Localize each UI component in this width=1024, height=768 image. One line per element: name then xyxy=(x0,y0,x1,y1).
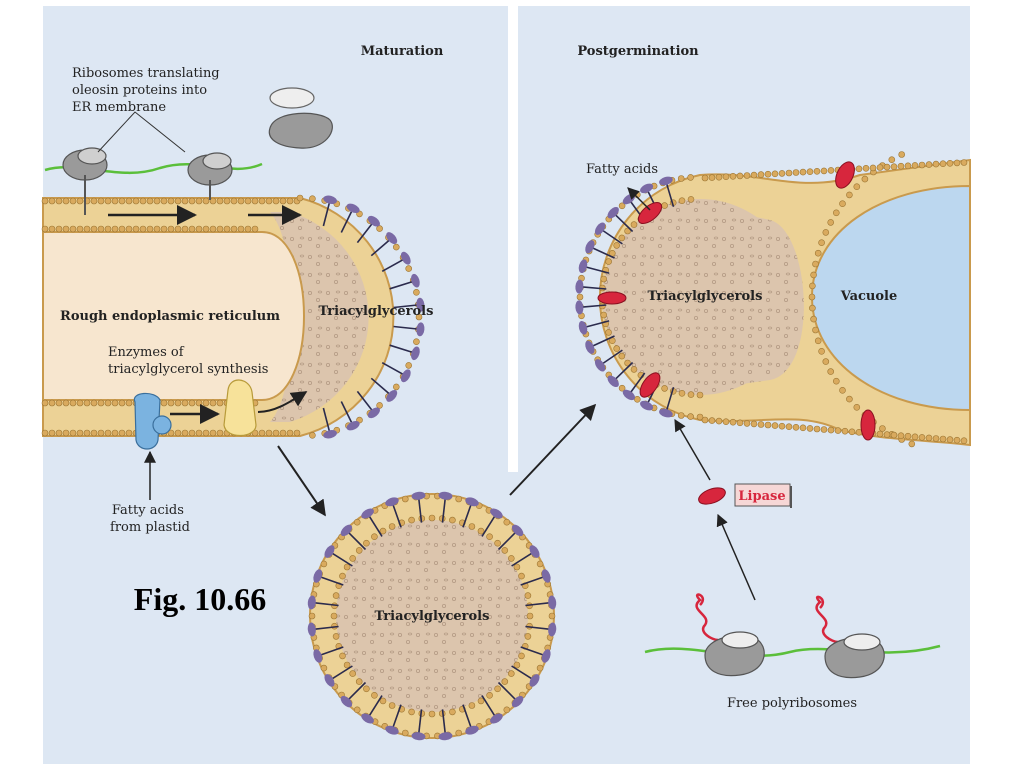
lipase-label: Lipase xyxy=(738,489,785,504)
vacuole-label: Vacuole xyxy=(840,289,898,304)
rer-label: Rough endoplasmic reticulum xyxy=(60,309,280,324)
free-ribosome-subunits xyxy=(268,87,333,149)
ribosome-er-2 xyxy=(187,152,233,200)
maturation-title: Maturation xyxy=(361,44,444,59)
enzyme-yellow xyxy=(223,379,257,437)
enzymes-label: Enzymes of triacylglycerol synthesis xyxy=(108,345,268,377)
tag-er-label: Triacylglycerols xyxy=(319,304,434,319)
fatty-acids-label: Fatty acids xyxy=(586,162,658,177)
rough-er xyxy=(41,194,425,439)
oil-body-mature xyxy=(307,491,557,741)
tag-oil-body-label: Triacylglycerols xyxy=(375,609,490,624)
tag-germ-label: Triacylglycerols xyxy=(648,289,763,304)
lipase-molecules xyxy=(597,161,876,505)
plastid-label: Fatty acids from plastid xyxy=(110,503,190,535)
ribosome-label: Ribosomes translating oleosin proteins i… xyxy=(72,66,224,115)
polyribosomes-label: Free polyribosomes xyxy=(727,696,857,711)
figure-number: Fig. 10.66 xyxy=(134,581,266,617)
ribosome-er-1 xyxy=(62,147,108,215)
postgermination-title: Postgermination xyxy=(577,44,699,59)
free-polyribosomes xyxy=(644,593,941,679)
oil-body-vacuole-fusion xyxy=(575,151,971,448)
enzyme-blue xyxy=(133,392,172,450)
panel-divider xyxy=(508,6,518,472)
